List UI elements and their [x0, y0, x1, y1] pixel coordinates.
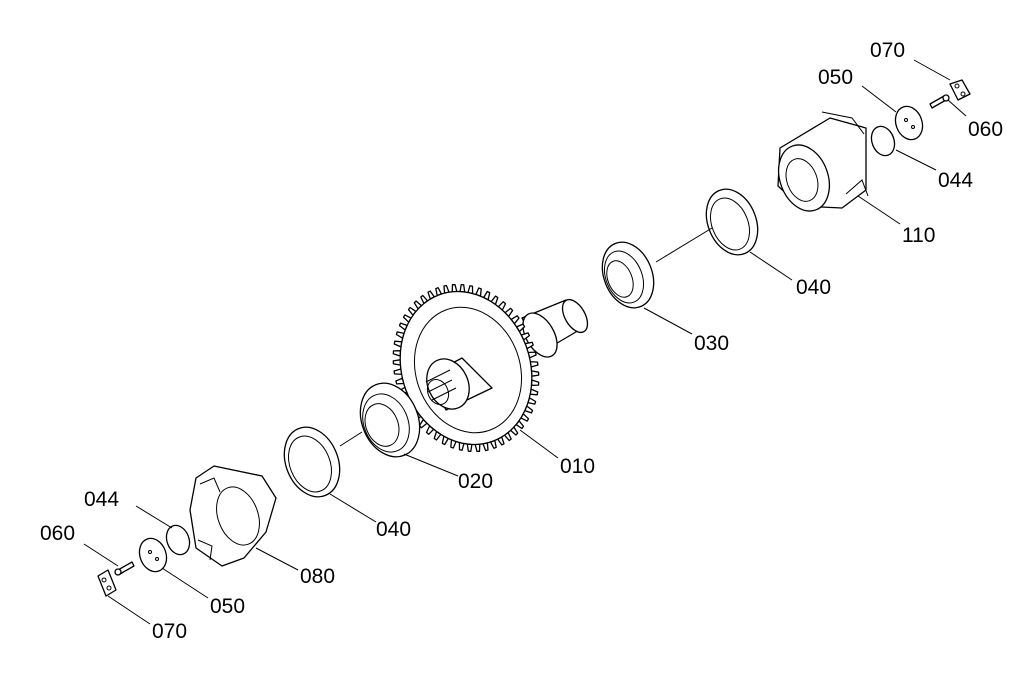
- plate-070-left: [97, 569, 117, 597]
- label-044-right: 044: [938, 169, 973, 192]
- plate-070-right: [949, 79, 971, 101]
- o-ring-044-left: [165, 524, 191, 556]
- leader-lines: [83, 59, 967, 625]
- screw-060-left: [114, 561, 135, 576]
- housing-080: [189, 465, 277, 567]
- label-070-right: 070: [870, 39, 905, 62]
- label-070-left: 070: [152, 620, 187, 643]
- gear-shaft-010: [392, 283, 589, 453]
- label-050-right: 050: [818, 66, 853, 89]
- label-060-right: 060: [968, 118, 1003, 141]
- o-ring-044-right: [870, 125, 896, 157]
- disc-050-left: [138, 537, 168, 573]
- label-030: 030: [694, 332, 729, 355]
- disc-050-right: [894, 105, 924, 141]
- label-040-left: 040: [376, 518, 411, 541]
- label-080: 080: [300, 565, 335, 588]
- housing-110: [777, 111, 869, 212]
- label-040-right: 040: [796, 276, 831, 299]
- label-010: 010: [560, 455, 595, 478]
- seal-ring-040-left: [283, 426, 341, 498]
- screw-060-right: [929, 94, 950, 109]
- label-044-left: 044: [84, 488, 119, 511]
- label-050-left: 050: [210, 595, 245, 618]
- seal-ring-040-right: [705, 188, 759, 256]
- bearing-020: [359, 382, 421, 458]
- label-110: 110: [902, 224, 935, 247]
- bearing-030: [601, 241, 655, 309]
- label-060-left: 060: [40, 522, 75, 545]
- label-020: 020: [458, 470, 493, 493]
